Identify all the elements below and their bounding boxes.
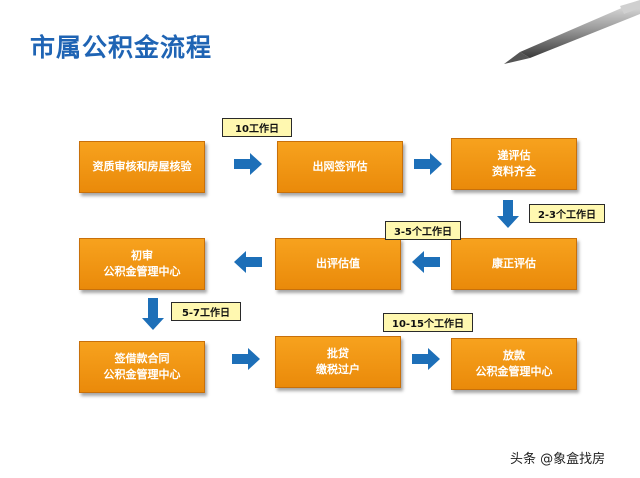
step-qualification-review: 资质审核和房屋核验 — [79, 141, 205, 193]
duration-tag: 10-15个工作日 — [383, 313, 473, 332]
arrow-right-icon — [412, 348, 440, 370]
step-label: 放款 — [503, 349, 525, 362]
step-label: 批贷 — [327, 347, 349, 360]
step-loan-release: 放款 公积金管理中心 — [451, 338, 577, 390]
step-sublabel: 缴税过户 — [316, 363, 360, 376]
step-label: 出评估值 — [316, 257, 360, 270]
step-label: 出网签评估 — [312, 160, 368, 173]
step-sublabel: 公积金管理中心 — [103, 368, 181, 381]
step-loan-approval: 批贷 缴税过户 — [275, 336, 401, 388]
duration-tag: 5-7工作日 — [171, 302, 241, 321]
step-initial-review: 初审 公积金管理中心 — [79, 238, 205, 290]
arrow-right-icon — [414, 153, 442, 175]
arrow-down-icon — [497, 200, 519, 228]
duration-tag: 10工作日 — [222, 118, 292, 137]
step-sublabel: 资料齐全 — [492, 165, 536, 178]
step-sublabel: 公积金管理中心 — [475, 365, 553, 378]
page-title: 市属公积金流程 — [30, 33, 213, 62]
pen-illustration — [500, 0, 640, 66]
arrow-down-icon — [142, 298, 164, 330]
step-submit-appraisal: 递评估 资料齐全 — [451, 138, 577, 190]
arrow-left-icon — [234, 251, 262, 273]
step-sublabel: 公积金管理中心 — [103, 265, 181, 278]
step-appraisal-value: 出评估值 — [275, 238, 401, 290]
step-label: 资质审核和房屋核验 — [92, 160, 192, 173]
step-online-contract: 出网签评估 — [277, 141, 403, 193]
watermark: 头条 @象盒找房 — [510, 452, 606, 467]
step-label: 康正评估 — [492, 257, 536, 270]
step-label: 递评估 — [497, 149, 531, 162]
step-label: 初审 — [131, 249, 153, 262]
step-sign-loan-contract: 签借款合同 公积金管理中心 — [79, 341, 205, 393]
arrow-right-icon — [234, 153, 262, 175]
step-label: 签借款合同 — [114, 352, 170, 365]
step-kangzheng-appraisal: 康正评估 — [451, 238, 577, 290]
duration-tag: 3-5个工作日 — [385, 221, 461, 240]
duration-tag: 2-3个工作日 — [529, 204, 605, 223]
arrow-left-icon — [412, 251, 440, 273]
arrow-right-icon — [232, 348, 260, 370]
